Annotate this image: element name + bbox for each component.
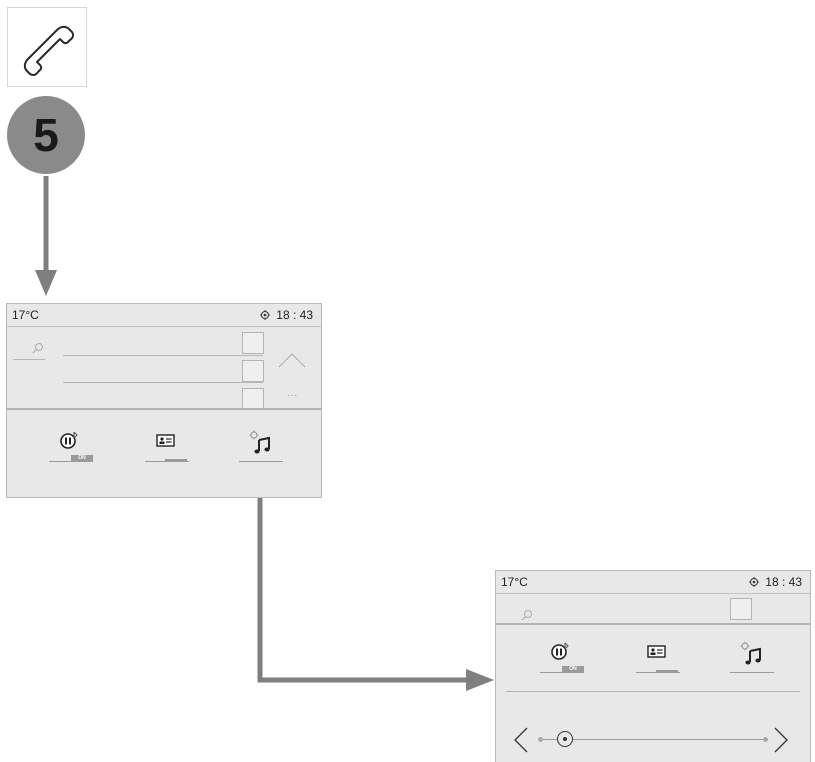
- content-divider: [506, 691, 800, 692]
- slider-track: [540, 739, 766, 740]
- time-text: 18 : 43: [276, 308, 313, 322]
- screen-ringtone-settings: 17°C 18 : 43 ON: [495, 570, 811, 762]
- phone-tile[interactable]: [7, 7, 87, 87]
- step-number: 5: [33, 109, 59, 161]
- pause-bluetooth-icon: [551, 642, 569, 660]
- on-badge: ON: [562, 666, 584, 672]
- tab-ringtone-settings[interactable]: [239, 428, 283, 462]
- previous-chevron-icon[interactable]: [512, 726, 530, 754]
- search-button[interactable]: [502, 604, 534, 624]
- clock: 18 : 43: [749, 571, 802, 593]
- search-icon: [521, 610, 532, 621]
- tab-phone-media[interactable]: ON: [49, 428, 93, 462]
- list-checkbox[interactable]: [242, 388, 264, 410]
- screen-phone-menu: 17°C 18 : 43 ... ON: [6, 303, 322, 498]
- tab-indicator: [656, 670, 678, 673]
- music-note-settings-icon: [249, 430, 270, 454]
- tab-contacts[interactable]: [636, 639, 680, 673]
- contact-card-icon: [156, 434, 175, 447]
- search-icon: [32, 343, 43, 354]
- music-note-settings-icon: [740, 641, 761, 665]
- volume-slider[interactable]: [538, 731, 768, 749]
- arrow-down: [35, 176, 57, 296]
- tab-underline: [239, 461, 283, 462]
- section-divider: [7, 408, 321, 410]
- on-badge: ON: [71, 455, 93, 461]
- gps-icon: [260, 310, 271, 320]
- search-button[interactable]: [13, 337, 45, 360]
- contact-card-icon: [647, 645, 666, 658]
- slider-knob[interactable]: [557, 731, 573, 747]
- more-indicator: ...: [287, 388, 299, 399]
- gps-icon: [749, 577, 760, 587]
- status-bar: 17°C 18 : 43: [496, 571, 810, 594]
- temperature: 17°C: [501, 575, 528, 589]
- tab-underline: [49, 461, 93, 462]
- tab-phone-media[interactable]: ON: [540, 639, 584, 673]
- arrow-to-second-screen: [257, 463, 494, 691]
- tab-underline: [730, 672, 774, 673]
- list-checkbox[interactable]: [242, 360, 264, 382]
- scroll-up-icon[interactable]: [278, 352, 306, 368]
- list-row[interactable]: [63, 355, 263, 356]
- tab-indicator: [165, 459, 187, 462]
- phone-handset-icon: [23, 25, 75, 77]
- clock: 18 : 43: [260, 304, 313, 326]
- section-divider: [496, 623, 810, 625]
- time-text: 18 : 43: [765, 575, 802, 589]
- option-checkbox[interactable]: [730, 598, 752, 620]
- status-bar: 17°C 18 : 43: [7, 304, 321, 327]
- next-chevron-icon[interactable]: [772, 726, 790, 754]
- temperature: 17°C: [12, 308, 39, 322]
- slider-end-dot: [763, 737, 768, 742]
- pause-bluetooth-icon: [60, 431, 78, 449]
- list-row[interactable]: [63, 382, 263, 383]
- tab-underline: [540, 672, 584, 673]
- tab-ringtone-settings[interactable]: [730, 639, 774, 673]
- list-checkbox[interactable]: [242, 332, 264, 354]
- slider-start-dot: [538, 737, 543, 742]
- tab-contacts[interactable]: [145, 428, 189, 462]
- step-number-badge: 5: [7, 96, 85, 174]
